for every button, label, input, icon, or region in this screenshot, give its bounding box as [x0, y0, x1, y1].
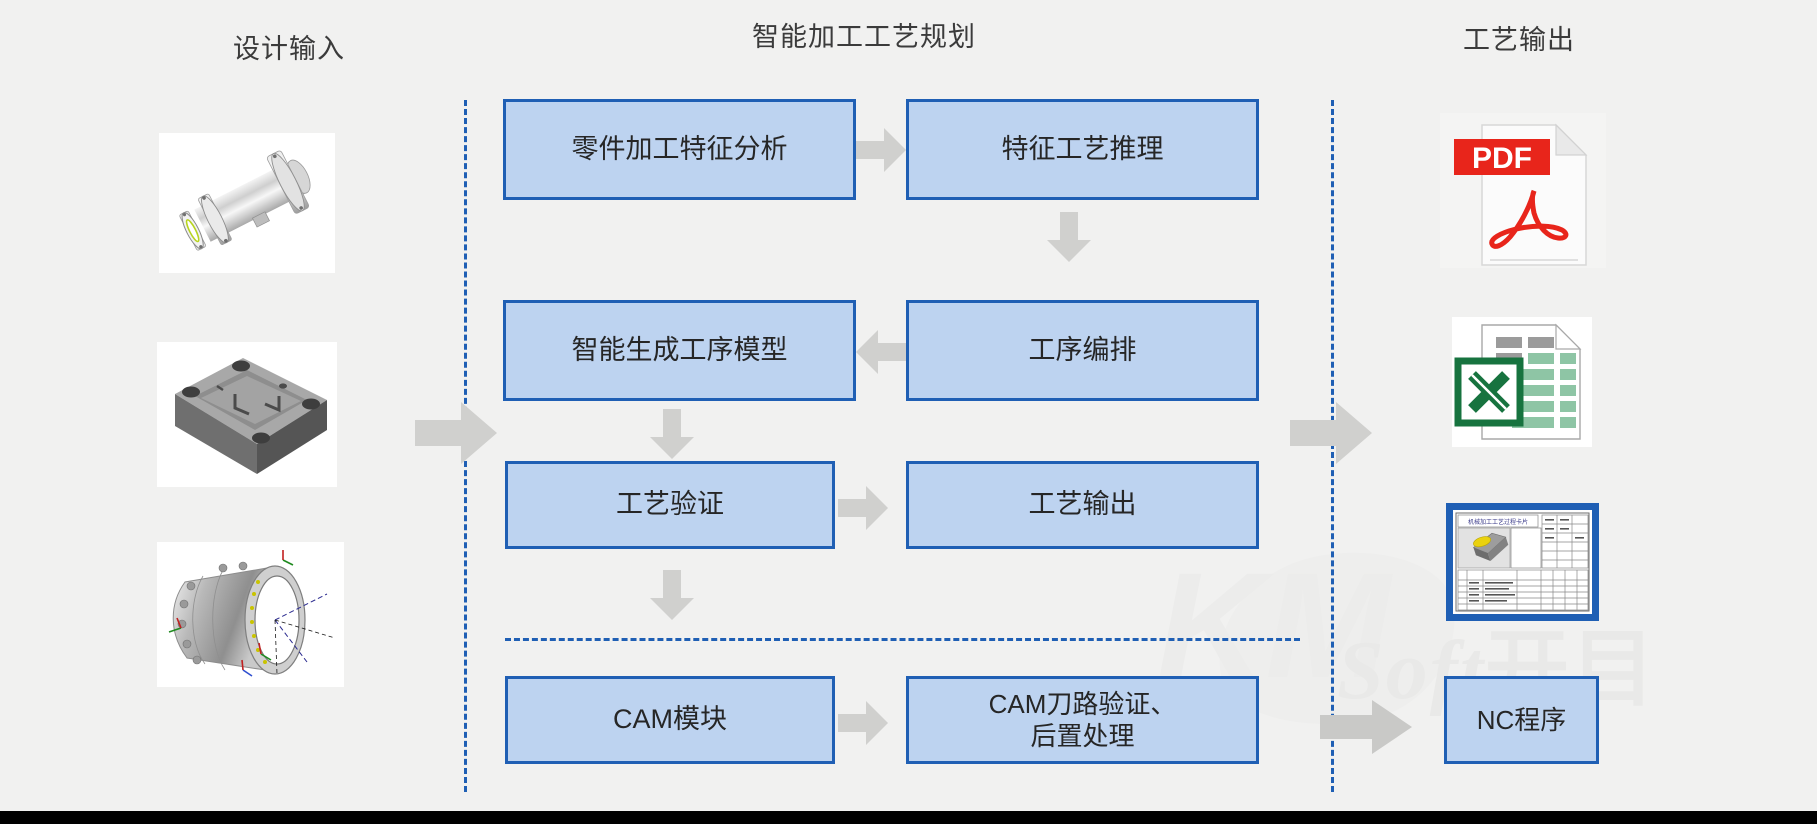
design-input-engine-casing	[157, 542, 344, 687]
arrow-design-input-to-planning	[415, 402, 497, 464]
process-box-label: 特征工艺推理	[1001, 133, 1164, 164]
sheet-title-text: 机械加工工艺过程卡片	[1468, 518, 1528, 526]
process-box-label-multiline: CAM刀路验证、 后置处理	[989, 688, 1177, 753]
arrow-right-cam-to-toolpath	[838, 701, 888, 745]
process-box-label: 工艺输出	[1028, 489, 1137, 520]
process-box-label-line1: CAM刀路验证、	[988, 688, 1177, 719]
process-box-label: 工艺验证	[616, 489, 724, 520]
output-excel-spreadsheet	[1452, 317, 1592, 447]
process-box-label: 智能生成工序模型	[571, 334, 788, 365]
arrow-down-verification-to-cam	[650, 570, 694, 620]
process-box-nc-program[interactable]: NC程序	[1444, 676, 1599, 764]
process-box-feature-analysis[interactable]: 零件加工特征分析	[503, 99, 856, 200]
divider-cam-dashed	[505, 638, 1300, 641]
arrow-planning-to-output	[1290, 402, 1372, 464]
process-box-process-output[interactable]: 工艺输出	[906, 461, 1259, 549]
arrow-left-sequencing-to-model	[856, 330, 906, 374]
process-box-label: NC程序	[1476, 704, 1567, 735]
arrow-right-verification-to-output	[838, 486, 888, 530]
column-title-design-input: 设计输入	[233, 34, 345, 64]
process-box-label: 工序编排	[1028, 334, 1137, 365]
arrow-down-reasoning-to-sequencing	[1047, 212, 1091, 262]
process-box-cam-toolpath-verification[interactable]: CAM刀路验证、 后置处理	[906, 676, 1259, 764]
process-box-generate-operation-model[interactable]: 智能生成工序模型	[503, 300, 856, 401]
arrow-right-analysis-to-reasoning	[856, 128, 906, 172]
process-box-label: CAM模块	[613, 704, 727, 735]
output-pdf-file: PDF	[1440, 113, 1606, 268]
process-box-process-verification[interactable]: 工艺验证	[505, 461, 835, 549]
process-box-cam-module[interactable]: CAM模块	[505, 676, 835, 764]
process-box-label-line2: 后置处理	[1030, 721, 1135, 751]
design-input-mold-base	[157, 342, 337, 487]
process-box-label: 零件加工特征分析	[571, 133, 788, 164]
column-title-planning: 智能加工工艺规划	[752, 22, 976, 52]
column-title-output: 工艺输出	[1463, 25, 1575, 55]
process-box-feature-reasoning[interactable]: 特征工艺推理	[906, 99, 1259, 200]
process-box-operation-sequencing[interactable]: 工序编排	[906, 300, 1259, 401]
pdf-label: PDF	[1472, 142, 1532, 175]
arrow-down-model-to-verification	[650, 409, 694, 459]
arrow-toolpath-to-nc-program	[1320, 700, 1412, 754]
design-input-shaft-housing	[159, 133, 335, 273]
output-process-sheet: 机械加工工艺过程卡片	[1446, 503, 1599, 621]
bottom-black-bar	[0, 811, 1817, 824]
